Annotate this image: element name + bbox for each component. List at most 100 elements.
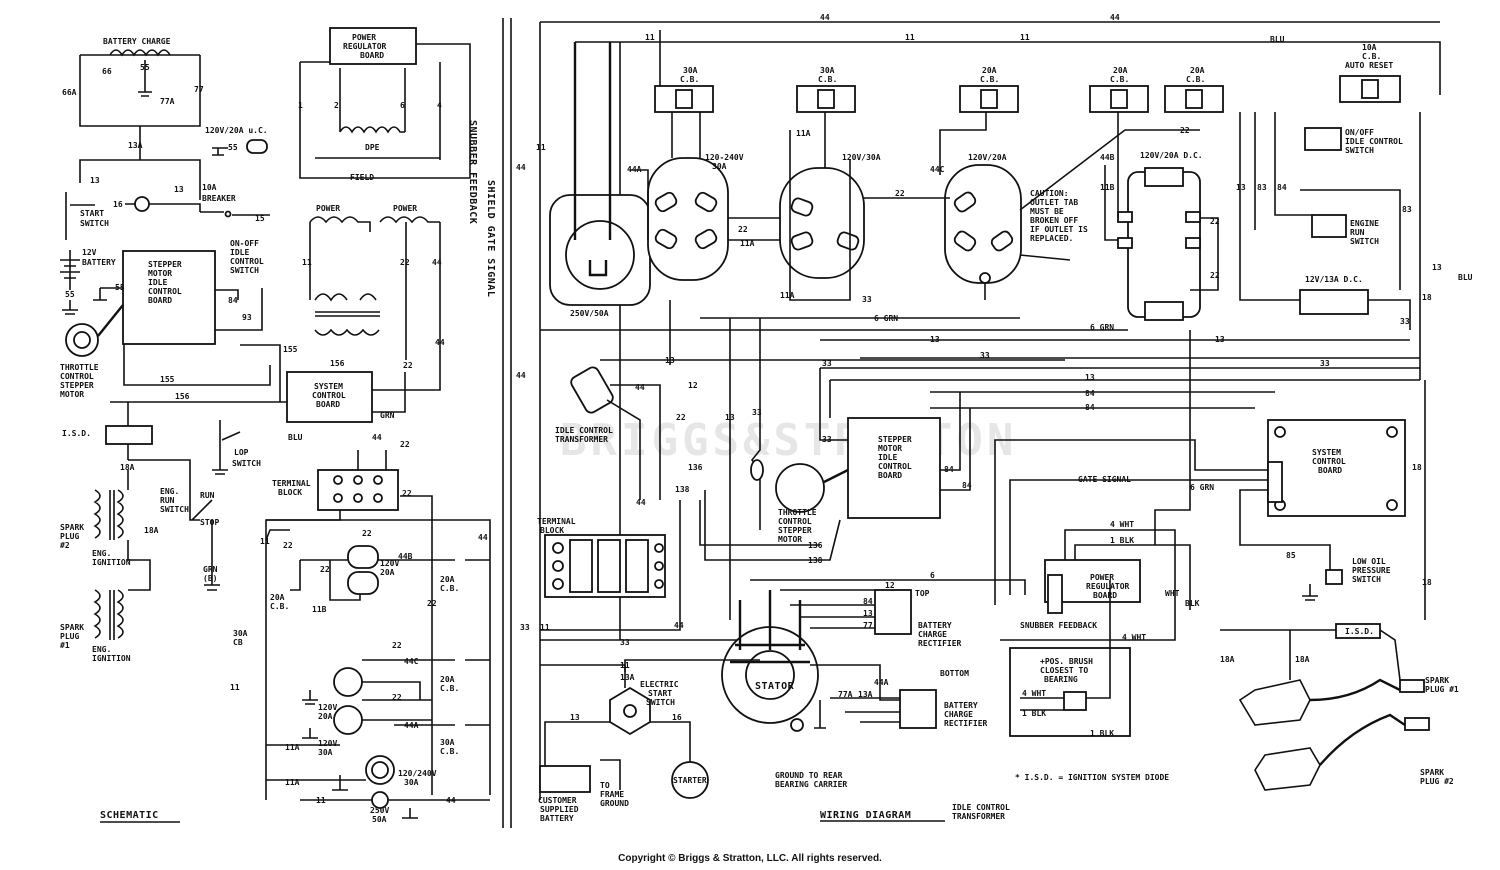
battery-ground: [62, 300, 78, 315]
wire-6grn-w3: 12: [688, 381, 698, 390]
outlet-dc-top-tab: [1144, 167, 1184, 187]
wire-18-w2: 18: [1422, 578, 1432, 587]
ignition-wires: [127, 470, 151, 591]
wire-77a: 77A: [160, 97, 175, 106]
lop-switch-label-2: SWITCH: [232, 459, 261, 468]
outlet-120v-20a-b: [333, 667, 363, 697]
watermark-text: BRIGGS&STRATTON: [560, 415, 1017, 466]
rectifier-bottom-leads: [810, 664, 900, 723]
breaker-3-handle: [980, 89, 998, 109]
wire-4wht-b: 4 WHT: [1122, 633, 1146, 642]
outlet-120-240-slot-1: [654, 191, 678, 213]
wire-11a: 11A: [285, 743, 300, 752]
top-wire-blu: BLU: [1270, 35, 1285, 44]
wire-84-w3: 84: [944, 465, 954, 474]
wire-13a-w: 13A: [858, 690, 873, 699]
wire-13-w5: 13: [1085, 373, 1095, 382]
wire-11-w3: 11: [540, 623, 550, 632]
wire-11d: 11: [316, 796, 326, 805]
wtb-col-1: [569, 539, 593, 593]
wire-18a: 18A: [120, 463, 135, 472]
outlet-uc-symbol: [246, 139, 268, 154]
duplex-lower-outlet: [347, 571, 379, 595]
wire-6-w: 6: [930, 571, 935, 580]
battery-label: 12V: [82, 248, 97, 257]
wire-2: 2: [334, 101, 339, 110]
wtb-col-3: [625, 539, 649, 593]
outlet-uc-label: 120V/20A u.C.: [205, 126, 268, 135]
outlet-120-30-wires: [789, 112, 851, 301]
stepper-ground: [93, 287, 123, 301]
eng-ignition-1-label: ENG.IGNITION: [92, 645, 131, 663]
rectifier-bottom-body: [899, 689, 937, 729]
wire-44c: 44: [372, 433, 382, 442]
wire-11-w: 11: [536, 143, 546, 152]
wire-18a-b: 18A: [144, 526, 159, 535]
isd-box: [105, 425, 153, 445]
wire-4: 4: [437, 101, 442, 110]
ignition-coil-2: [93, 489, 124, 540]
wire-22d: 22: [402, 489, 412, 498]
isd-label: I.S.D.: [62, 429, 91, 438]
wire-4wht-c: 4 WHT: [1022, 689, 1046, 698]
wire-13-w8: 13: [863, 609, 873, 618]
wire-33-w5: 33: [822, 359, 832, 368]
wire-blu: BLU: [288, 433, 303, 442]
wire-13-w3: 13: [930, 335, 940, 344]
terminal-5: [353, 493, 363, 503]
outlet-120v-30a: [333, 705, 363, 735]
wire-18-w: 83: [1402, 205, 1412, 214]
start-switch-lever: [65, 192, 95, 240]
field-label: FIELD: [350, 173, 374, 182]
outlet-dc-wires: [1104, 112, 1219, 291]
power-reg-leads: [1000, 529, 1191, 641]
outlet-120-240-slot-2: [694, 191, 718, 213]
terminal-3: [373, 475, 383, 485]
wiring-isd-box: [1335, 623, 1381, 639]
run-label: RUN: [200, 491, 215, 500]
stator-label: STATOR: [755, 681, 795, 692]
wire-22f: 22: [362, 529, 372, 538]
wire-44-w4: 44: [636, 498, 646, 507]
terminal-4: [333, 493, 343, 503]
idle-transformer-wires: [606, 300, 671, 500]
wire-grn: GRN: [380, 411, 395, 420]
breaker-3-type: C.B.: [980, 75, 999, 84]
mid-horizontal-wires: [540, 317, 1420, 409]
breaker-10a-contact: [224, 210, 232, 218]
breaker-5-rating: 20A: [1190, 66, 1205, 75]
wire-18a-w2: 18A: [1295, 655, 1310, 664]
outlet-grounds: [302, 690, 418, 819]
breaker-6-handle: [1361, 79, 1379, 99]
schematic-panel: BATTERY CHARGE 66 55 77 66A 77A 13A 13 1…: [60, 27, 496, 824]
wire-11b-w: 11B: [1100, 183, 1115, 192]
wire-136: 136: [688, 463, 703, 472]
breaker-4-type: C.B.: [1110, 75, 1129, 84]
wire-22j: 22: [392, 693, 402, 702]
outlet-120-240-slot-3: [654, 228, 678, 250]
breaker-6-extra: AUTO RESET: [1345, 61, 1393, 70]
breaker-2-type: C.B.: [818, 75, 837, 84]
onoff-switch-body: [1304, 127, 1342, 151]
wire-44d: 44: [478, 533, 488, 542]
breaker-3-rating: 20A: [982, 66, 997, 75]
snubber-feedback-label: SNUBBER FEEDBACK: [467, 120, 478, 224]
wire-13-w2: 13: [1432, 263, 1442, 272]
wire-83-w2: 84: [1085, 403, 1095, 412]
wire-11: 11: [302, 258, 312, 267]
schematic-title: SCHEMATIC: [100, 810, 159, 821]
wire-22-w2: 22: [895, 189, 905, 198]
wire-1blk: 1 BLK: [1110, 536, 1134, 545]
wire-155-path: [123, 344, 271, 386]
top-wire-11b: 11: [905, 33, 915, 42]
